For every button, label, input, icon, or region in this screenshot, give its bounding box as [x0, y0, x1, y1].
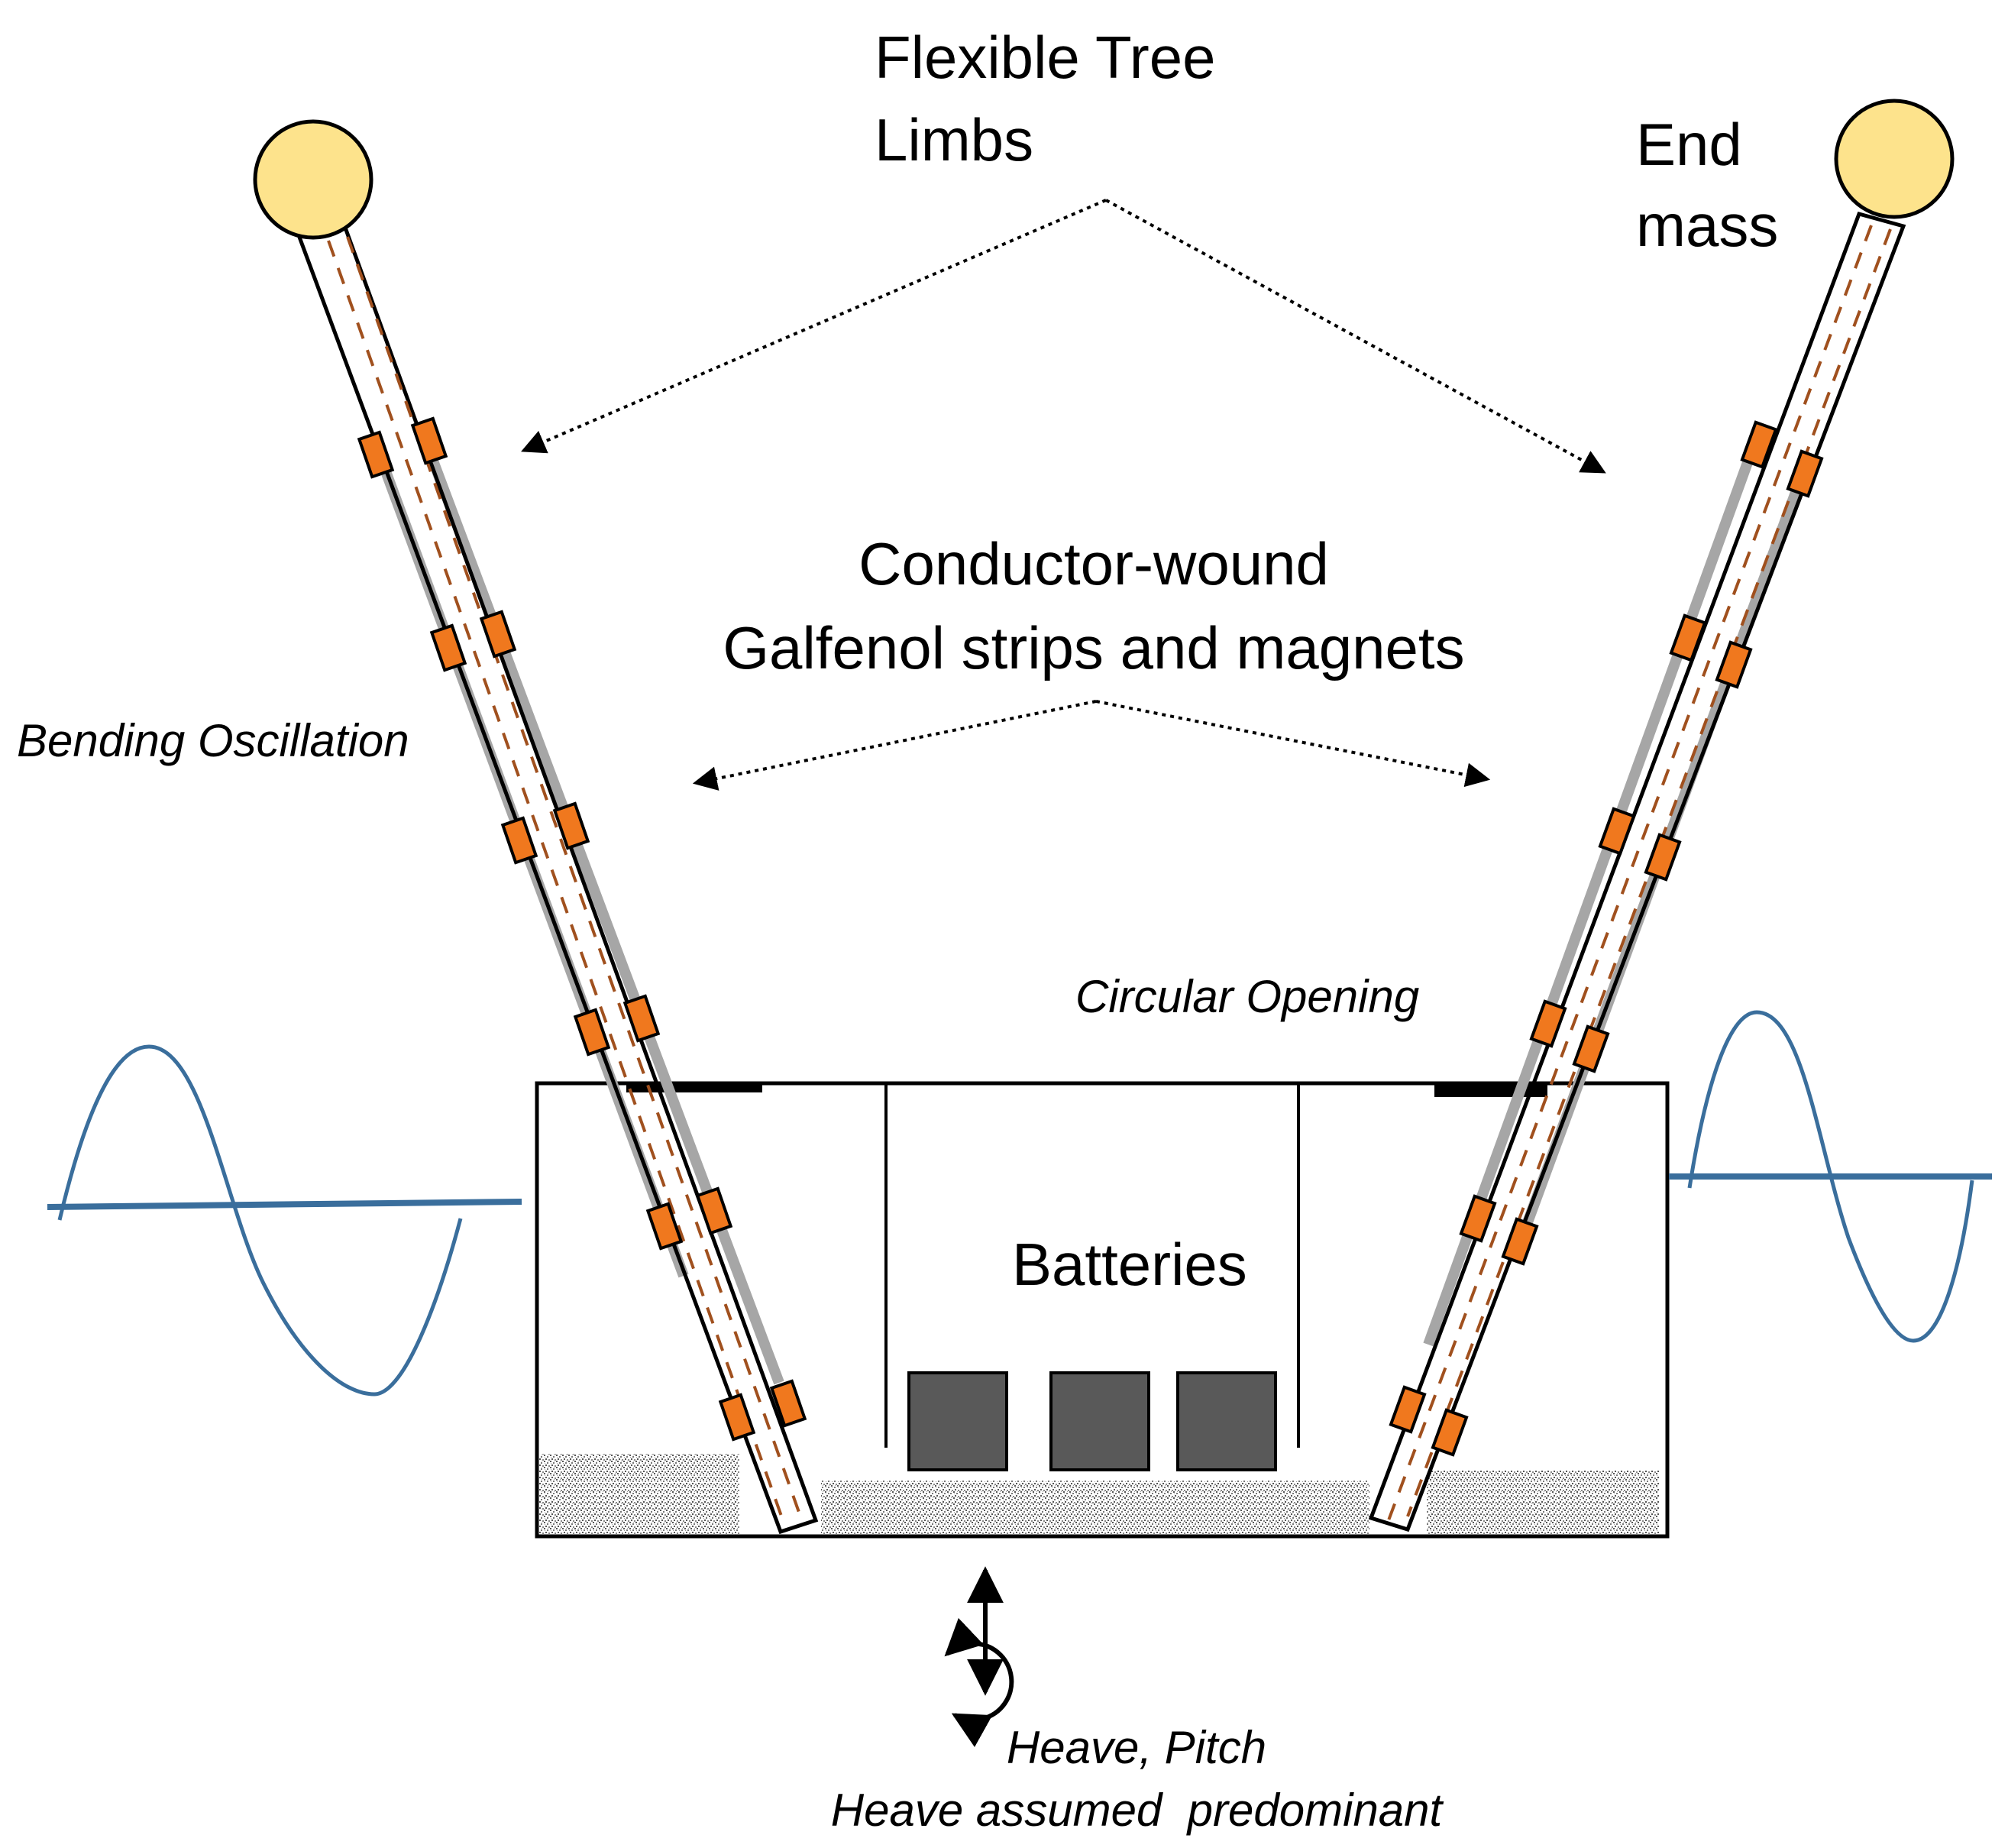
- magnet: [479, 610, 517, 659]
- left-galfenol-strip-inner: [424, 448, 784, 1385]
- magnet: [1572, 1024, 1610, 1073]
- magnet: [1715, 640, 1753, 689]
- label-flexible-tree-limbs: Flexible Tree: [875, 24, 1216, 91]
- label-batteries: Batteries: [1012, 1231, 1247, 1298]
- magnet: [410, 416, 448, 465]
- left-conductor-wire-2: [346, 236, 802, 1517]
- galfenol-pointers: [692, 700, 1491, 791]
- right-conductor-wire-1: [1387, 225, 1873, 1521]
- flexible-limbs-pointers: [521, 199, 1606, 474]
- magnet: [1644, 833, 1682, 882]
- left-sine-wave: [57, 1044, 463, 1397]
- label-flexible-tree-limbs-2: Limbs: [875, 106, 1033, 173]
- magnet: [1431, 1408, 1469, 1457]
- galfenol-pointer-left: [692, 700, 1097, 791]
- left-conductor-wire-1: [327, 240, 784, 1521]
- battery-1: [907, 1371, 1008, 1471]
- limb-pointer-right: [1105, 199, 1606, 474]
- hull-outline: [535, 1081, 1670, 1539]
- right-flexible-limb: [1368, 99, 1955, 1532]
- label-end-mass: End: [1636, 111, 1742, 178]
- battery-2: [1049, 1371, 1150, 1471]
- left-water-line: [47, 1199, 522, 1210]
- right-magnets: [1389, 420, 1824, 1457]
- label-circular-opening: Circular Opening: [1075, 971, 1419, 1022]
- right-galfenol-strip-outer: [1423, 456, 1754, 1347]
- magnet: [1740, 420, 1778, 469]
- magnet: [1389, 1385, 1427, 1434]
- right-end-mass: [1834, 99, 1955, 219]
- magnet: [622, 994, 661, 1043]
- magnet: [645, 1202, 684, 1251]
- ballast-left: [539, 1454, 739, 1534]
- label-conductor-wound: Conductor-wound: [858, 530, 1329, 597]
- right-conductor-wire-2: [1406, 228, 1892, 1517]
- magnet: [1501, 1217, 1539, 1266]
- magnet: [1669, 613, 1707, 662]
- right-sine-wave: [1687, 1010, 1974, 1343]
- galfenol-pointer-right: [1095, 700, 1491, 788]
- label-end-mass-2: mass: [1636, 192, 1778, 259]
- magnet: [1598, 807, 1636, 856]
- label-heave-predominant: Heave assumed predominant: [831, 1785, 1444, 1836]
- magnet: [1786, 449, 1824, 498]
- magnet: [429, 623, 467, 672]
- left-wave: [47, 1044, 522, 1397]
- battery-3: [1176, 1371, 1277, 1471]
- magnet: [695, 1186, 733, 1235]
- ballast-right: [1427, 1471, 1659, 1534]
- magnet: [718, 1393, 756, 1442]
- magnet: [552, 801, 590, 850]
- right-wave: [1669, 1010, 1992, 1343]
- left-flexible-limb: [253, 119, 819, 1535]
- magnet: [573, 1008, 611, 1057]
- label-galfenol-strips: Galfenol strips and magnets: [723, 614, 1464, 681]
- left-end-mass: [253, 119, 373, 240]
- magnet: [1459, 1194, 1497, 1243]
- buoy-hull: [535, 1081, 1670, 1539]
- ballast-center: [821, 1481, 1369, 1534]
- right-limb-body: [1368, 211, 1906, 1532]
- label-bending-oscillation: Bending Oscillation: [17, 715, 409, 766]
- left-magnets: [357, 416, 807, 1442]
- magnet: [1529, 999, 1567, 1048]
- label-heave-pitch: Heave, Pitch: [1007, 1722, 1266, 1773]
- magnet: [500, 816, 538, 865]
- circular-opening-left: [626, 1083, 762, 1092]
- magnet: [357, 430, 395, 479]
- magnet: [769, 1379, 807, 1428]
- limb-pointer-left: [521, 199, 1107, 454]
- pitch-arrow-icon: [944, 1617, 1014, 1747]
- left-limb-body: [295, 216, 819, 1535]
